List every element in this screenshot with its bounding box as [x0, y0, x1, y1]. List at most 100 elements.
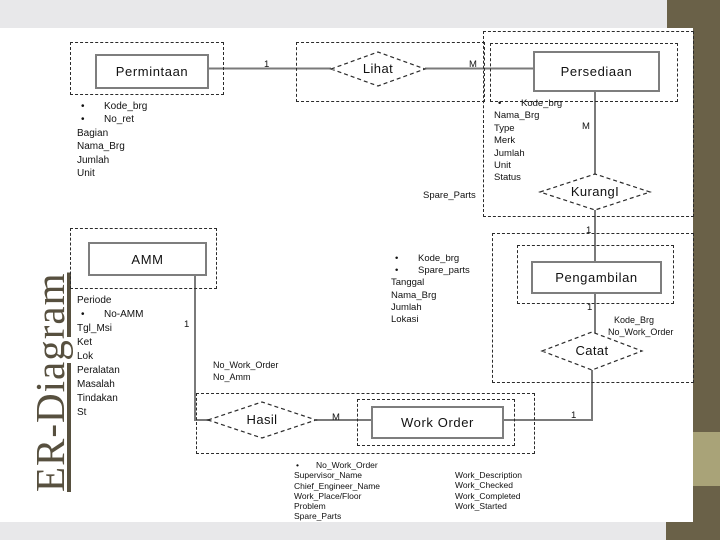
- attribute-line: Peralatan: [77, 364, 143, 378]
- attribute-line: Supervisor_Name: [294, 470, 380, 480]
- attribute-line: Tanggal: [391, 277, 470, 289]
- attribute-text: Jumlah: [391, 301, 422, 313]
- attribute-text: Status: [494, 172, 521, 184]
- attribute-text: Masalah: [77, 379, 115, 390]
- attribute-text: Unit: [494, 160, 511, 172]
- attribute-line: Ket: [77, 336, 143, 350]
- relationship-diamond-hasil: [206, 401, 318, 439]
- cardinality-label: M: [332, 412, 340, 423]
- attribute-text: No-AMM: [104, 309, 144, 320]
- attribute-line: Nama_Brg: [391, 290, 470, 302]
- attribute-line: Jumlah: [391, 302, 470, 314]
- attribute-line: Work_Place/Floor: [294, 491, 380, 501]
- attribute-text: Jumlah: [77, 154, 110, 166]
- cardinality-label: 1: [571, 410, 577, 421]
- attribute-line: Tgl_Msi: [77, 322, 143, 336]
- attribute-line: Nama_Brg: [77, 140, 147, 153]
- attribute-text: Bagian: [77, 127, 109, 139]
- group-box-pengambilan-inner: [517, 245, 674, 304]
- entity-amm-label: AMM: [131, 251, 164, 267]
- attribute-text: Tindakan: [77, 393, 118, 404]
- group-box-lihat: [296, 42, 485, 102]
- attribute-text: Nama_Brg: [391, 289, 437, 301]
- attribute-line: Unit: [494, 160, 562, 172]
- attribute-line: • Spare_parts: [391, 265, 470, 277]
- attribute-line: Lok: [77, 350, 143, 364]
- attribute-list-persediaan: •Kode_brg Nama_Brg Type Merk Jumlah Unit…: [494, 98, 562, 185]
- relationship-diamond-kurangi: [538, 173, 652, 211]
- attribute-line: Lokasi: [391, 314, 470, 326]
- attribute-text: No_Work_Order: [608, 327, 674, 337]
- group-box-persediaan-inner: [490, 43, 678, 102]
- entity-work-order-label: Work Order: [401, 415, 474, 430]
- bullet-marker: •: [395, 253, 399, 264]
- attribute-text: Lok: [77, 351, 94, 362]
- attribute-text: Nama_Brg: [77, 141, 125, 153]
- entity-persediaan: Persediaan: [533, 51, 660, 92]
- entity-amm: AMM: [88, 242, 207, 276]
- attribute-line: Merk: [494, 135, 562, 147]
- group-box-hasil-workorder: [196, 393, 535, 454]
- attribute-line: •Kode_brg: [494, 98, 562, 110]
- attribute-text: Type: [494, 122, 515, 134]
- cardinality-label: 1: [587, 302, 593, 313]
- attribute-text: No_Work_Order: [316, 460, 378, 470]
- relationship-kurangi-label: KurangI: [570, 184, 620, 199]
- attribute-text: Unit: [77, 168, 95, 180]
- attribute-list-workorder-right: Work_Description Work_Checked Work_Compl…: [455, 470, 522, 511]
- attribute-line: St: [77, 406, 143, 420]
- hasil-attribute-list: No_Work_Order No_Amm: [213, 359, 278, 383]
- attribute-text: St: [77, 407, 87, 418]
- relationship-diamond-lihat: [329, 51, 427, 87]
- attribute-line: Jumlah: [494, 148, 562, 160]
- right-band-top-block: [667, 0, 720, 28]
- attribute-line: Problem: [294, 501, 380, 511]
- attribute-text: Work_Place/Floor: [294, 490, 362, 501]
- cardinality-label: 1: [586, 225, 592, 236]
- attribute-line: Status: [494, 172, 562, 184]
- bullet-marker: •: [81, 101, 85, 112]
- attribute-line: •No_Work_Order: [294, 460, 380, 470]
- entity-work-order: Work Order: [371, 406, 504, 439]
- right-band-bottom-block: [666, 522, 720, 540]
- entity-permintaan-label: Permintaan: [115, 64, 189, 79]
- attribute-list-pengambilan: •Kode_brg •Spare_parts Tanggal Nama_Brg …: [391, 253, 470, 326]
- attribute-line: •Kode_brg: [77, 100, 147, 113]
- attribute-line: Spare_Parts: [294, 511, 380, 521]
- catat-attribute-list: Kode_Brg No_Work_Order: [608, 314, 673, 338]
- entity-pengambilan: Pengambilan: [531, 261, 662, 294]
- kurangi-attribute-label: Spare_Parts: [423, 190, 476, 201]
- attribute-line: Tindakan: [77, 392, 143, 406]
- attribute-line: Unit: [77, 167, 147, 180]
- attribute-text: No_Amm: [213, 372, 251, 382]
- attribute-list-permintaan: •Kode_brg • No_ret Bagian Nama_Brg Jumlah…: [77, 100, 147, 180]
- bullet-marker: •: [81, 309, 85, 320]
- attribute-text: Work_Description: [455, 470, 522, 480]
- attribute-line: Type: [494, 123, 562, 135]
- bullet-marker: •: [81, 114, 85, 126]
- attribute-text: Tgl_Msi: [77, 323, 113, 334]
- bullet-marker: •: [395, 265, 399, 277]
- group-box-workorder-inner: [357, 399, 515, 446]
- cardinality-label: 1: [264, 59, 270, 70]
- cardinality-label: M: [469, 59, 477, 70]
- attribute-list-amm: Periode • No-AMM Tgl_Msi Ket Lok Peralata…: [77, 294, 143, 420]
- attribute-line: Periode: [77, 294, 143, 308]
- attribute-text: Spare_parts: [418, 265, 470, 277]
- attribute-line: Nama_Brg: [494, 110, 562, 122]
- attribute-line: • No_ret: [77, 113, 147, 126]
- attribute-line: • No-AMM: [77, 308, 143, 322]
- attribute-text: Jumlah: [494, 147, 525, 159]
- group-box-pengambilan-outer: [492, 233, 694, 383]
- attribute-text: Periode: [77, 295, 112, 306]
- group-box-persediaan-outer: [483, 31, 694, 217]
- attribute-line: • Kode_brg: [391, 253, 470, 265]
- right-band-accent-square: [693, 432, 720, 486]
- entity-pengambilan-label: Pengambilan: [555, 270, 638, 285]
- cardinality-label: M: [582, 121, 590, 132]
- attribute-text: Spare_Parts: [294, 511, 342, 522]
- attribute-text: Problem: [294, 501, 326, 512]
- attribute-text: Kode_brg: [418, 253, 460, 264]
- attribute-text: No_ret: [104, 114, 135, 126]
